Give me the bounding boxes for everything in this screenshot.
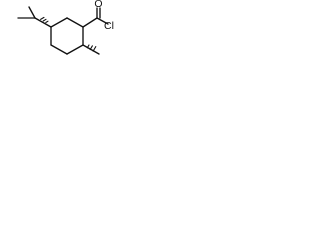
hash-mark-3 xyxy=(40,16,45,20)
chlorine-label: Cl xyxy=(104,20,114,32)
isopropyl-branch-upper xyxy=(28,6,36,19)
carbonyl-to-chlorine xyxy=(96,17,109,25)
methyl-bond xyxy=(82,44,100,55)
hashed-bonds xyxy=(40,16,97,52)
ring-bond-top-right xyxy=(66,17,84,28)
ring-bond-bottom-left xyxy=(50,44,68,55)
carbonyl-link-bond xyxy=(82,17,98,28)
isopropyl-link-bond xyxy=(34,17,52,28)
hash-mark-1 xyxy=(45,20,49,24)
hash-mark-4 xyxy=(86,44,90,49)
ring-bond-bottom-right xyxy=(66,44,84,55)
hash-mark-5 xyxy=(89,45,93,51)
hash-mark-2 xyxy=(42,18,47,22)
oxygen-label: O xyxy=(94,0,102,10)
molecule-structure: O Cl xyxy=(17,0,114,55)
hash-mark-6 xyxy=(92,46,97,52)
structure-diagram: O Cl xyxy=(0,0,114,70)
ring-bond-top-left xyxy=(50,17,68,28)
